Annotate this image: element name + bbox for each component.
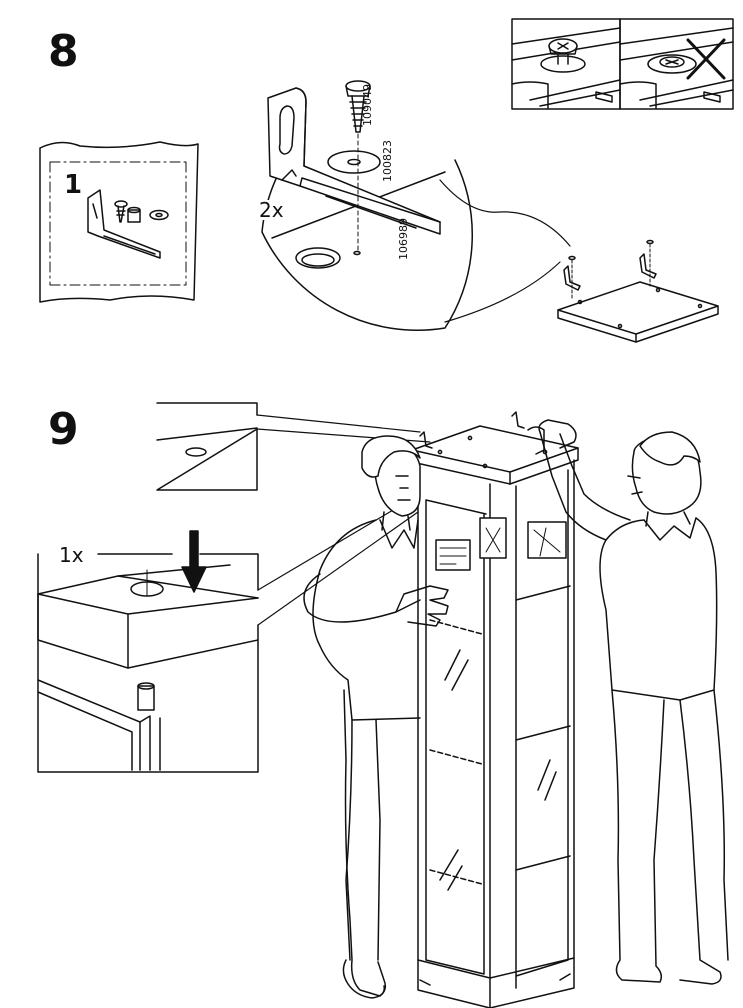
washer-part-small [149,209,169,221]
step-9-number: 9 [48,404,79,455]
hole-detail-box [156,402,431,491]
magnified-bracket-detail [261,80,473,331]
part-number-washer: 100823 [381,140,394,182]
glass-cabinet [411,411,579,1008]
person-left [303,435,449,999]
screw-part-small [114,200,128,223]
correct-screw-icon [511,18,621,110]
arrow-down-icon [181,530,207,593]
part-number-screw: 109049 [361,84,374,126]
parts-count-label: 1 [64,170,83,200]
step-8-number: 8 [48,26,79,77]
step-9-quantity: 1x [56,545,87,565]
person-right [527,419,729,985]
top-panel-board [557,239,719,343]
peg-detail-box [37,499,419,773]
parts-bag [39,141,199,303]
step-8-quantity: 2x [257,198,286,222]
bracket-part-small [87,189,161,259]
wrong-screw-icon [619,18,734,110]
cap-part-small [127,206,141,223]
part-number-bracket: 106989 [397,218,410,260]
